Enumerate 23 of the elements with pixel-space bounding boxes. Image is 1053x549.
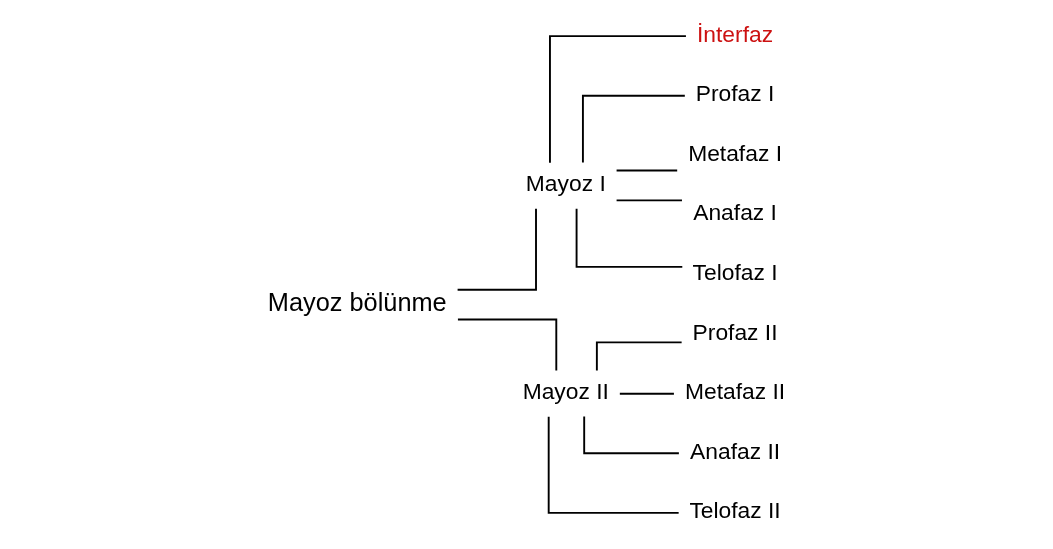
node-text: Profaz I: [695, 80, 775, 107]
node-text: İnterfaz: [697, 20, 774, 47]
connector: [618, 392, 675, 395]
node-text: Mayoz II: [522, 378, 609, 405]
node-text: Metafaz I: [688, 139, 782, 166]
connector: [575, 207, 684, 268]
connector: [547, 415, 680, 514]
connector: [549, 35, 687, 164]
connector: [583, 415, 680, 455]
node-text: Anafaz I: [693, 199, 777, 226]
connector: [615, 169, 679, 172]
connector: [581, 94, 686, 164]
node-text: Telofaz I: [692, 259, 778, 286]
connector: [595, 341, 683, 372]
node-text: Mayoz I: [525, 170, 606, 197]
node-text: Mayoz bölünme: [267, 288, 447, 317]
connector: [615, 199, 683, 202]
connector: [456, 207, 537, 291]
connector: [457, 318, 558, 372]
node-text: Profaz II: [692, 318, 778, 345]
node-text: Telofaz II: [689, 497, 781, 524]
node-text: Metafaz II: [684, 378, 786, 405]
node-text: Anafaz II: [690, 437, 781, 464]
